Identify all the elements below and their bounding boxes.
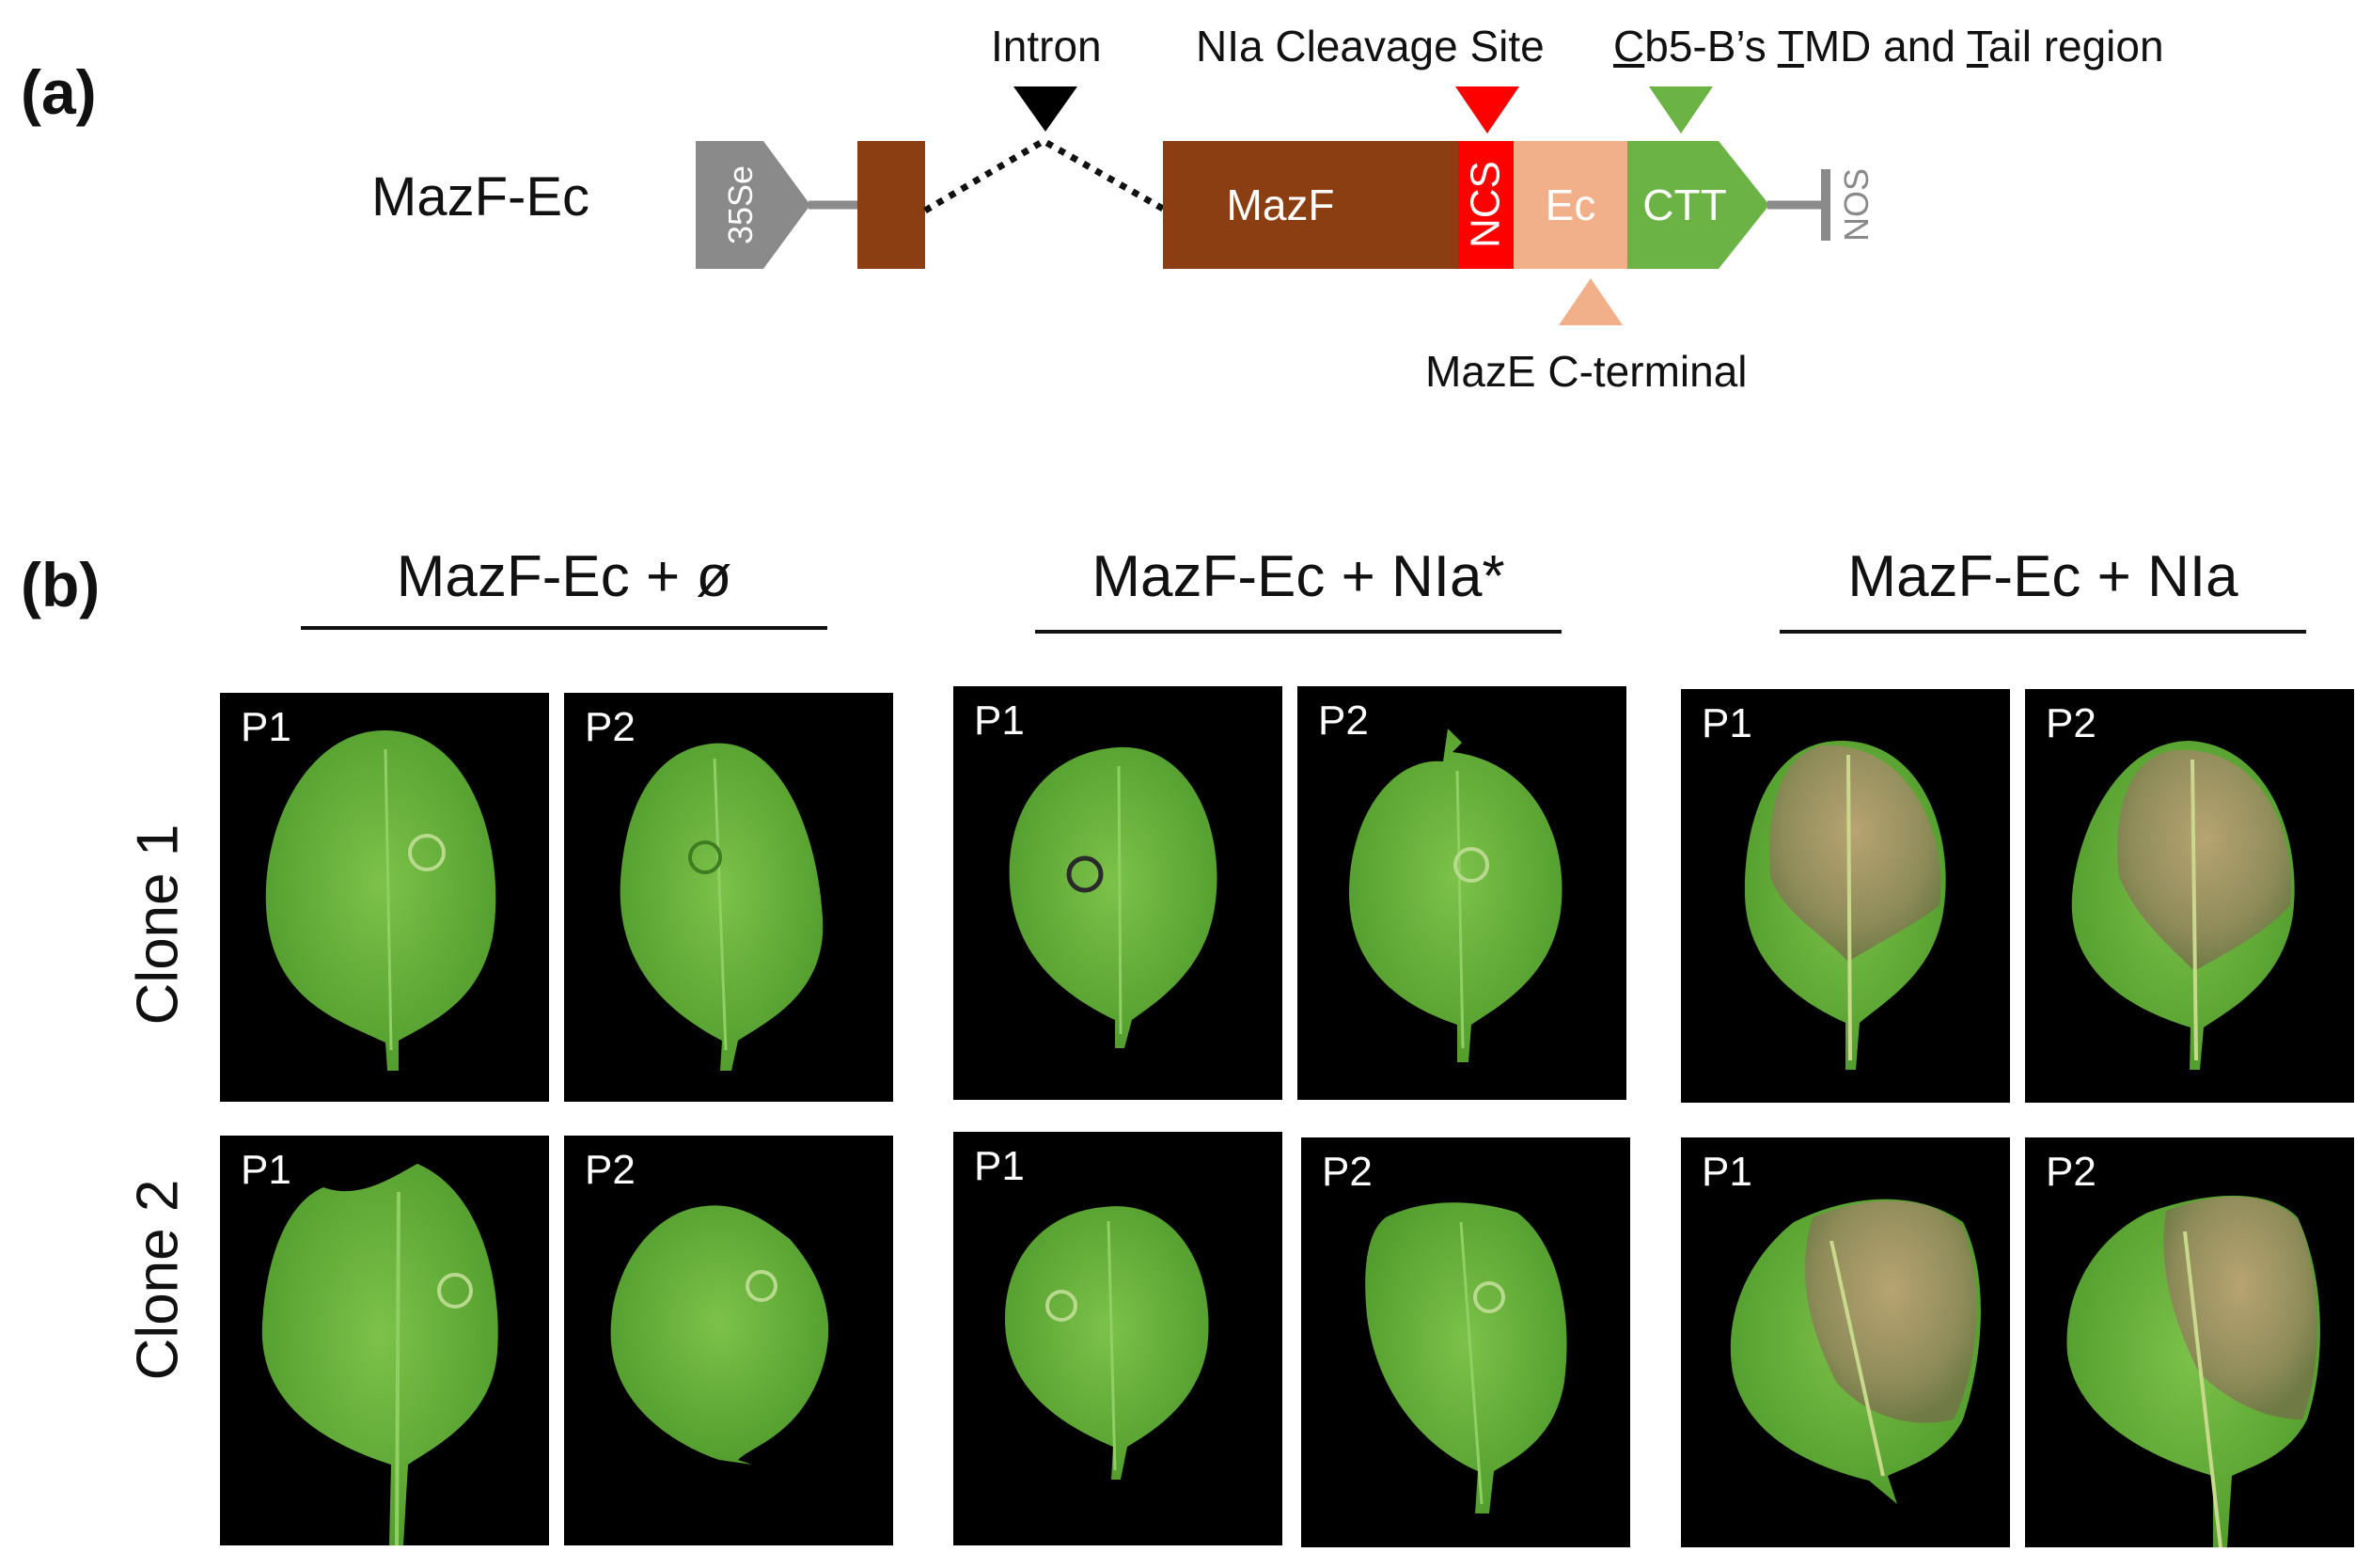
healthy-leaf bbox=[620, 743, 824, 1071]
group-title: MazF-Ec + NIa* bbox=[1091, 544, 1505, 609]
healthy-leaf bbox=[1009, 746, 1217, 1048]
plant-label: P1 bbox=[974, 1143, 1025, 1189]
intron-marker bbox=[1013, 86, 1077, 132]
mazf-box bbox=[1163, 141, 1458, 269]
plant-label: P2 bbox=[585, 1147, 636, 1193]
leaf-photo: P1 bbox=[220, 693, 549, 1102]
leaf-photo: P2 bbox=[564, 693, 893, 1102]
damaged-leaf bbox=[1730, 1199, 1981, 1504]
nla-site-label: NIa Cleavage Site bbox=[1196, 22, 1545, 71]
damaged-leaf bbox=[2066, 1195, 2320, 1547]
leaf-photo: P2 bbox=[2025, 1137, 2354, 1547]
plant-label: P2 bbox=[2046, 1149, 2096, 1195]
cb5-label-part: b5-B’s bbox=[1644, 22, 1778, 71]
panel-a-label: (a) bbox=[21, 57, 97, 127]
maze-marker bbox=[1559, 278, 1623, 325]
plant-label: P2 bbox=[2046, 700, 2096, 746]
nla-cleavage-marker bbox=[1455, 86, 1519, 133]
promoter-label: 35Se bbox=[721, 165, 760, 245]
cb5-label-part: C bbox=[1613, 22, 1645, 71]
group-underline bbox=[301, 626, 827, 630]
row-label-clone-1: Clone 1 bbox=[125, 823, 191, 1026]
intron-label: Intron bbox=[991, 22, 1102, 71]
ncs-label: NCS bbox=[1462, 161, 1509, 249]
leaf-photo: P2 bbox=[564, 1136, 893, 1545]
construct-diagram bbox=[696, 86, 1830, 325]
cb5-label-part: T bbox=[1777, 22, 1804, 71]
group-title: MazF-Ec + NIa bbox=[1847, 544, 2238, 609]
group-underline bbox=[1780, 630, 2306, 634]
row-label-clone-2: Clone 2 bbox=[125, 1179, 191, 1381]
plant-label: P2 bbox=[585, 704, 636, 750]
leaf-photo: P2 bbox=[1297, 686, 1626, 1100]
construct-name: MazF-Ec bbox=[371, 166, 589, 227]
healthy-leaf bbox=[1365, 1202, 1567, 1513]
cb5-label: Cb5-B’s TMD and Tail region bbox=[1613, 21, 2164, 71]
ctt-label: CTT bbox=[1642, 180, 1727, 229]
ec-label: Ec bbox=[1545, 180, 1596, 229]
plant-label: P2 bbox=[1322, 1149, 1373, 1195]
group-underline bbox=[1035, 630, 1562, 634]
leaf-photo: P1 bbox=[1681, 689, 2010, 1103]
ctt-arrow bbox=[1627, 141, 1769, 269]
exon1-box bbox=[857, 141, 925, 269]
healthy-leaf bbox=[610, 1205, 829, 1465]
plant-label: P1 bbox=[241, 704, 291, 750]
maze-label: MazE C-terminal bbox=[1425, 347, 1748, 396]
healthy-leaf bbox=[265, 730, 496, 1071]
cb5-label-part: MD and bbox=[1803, 22, 1967, 71]
leaf-photo: P1 bbox=[220, 1136, 549, 1545]
healthy-leaf bbox=[1005, 1206, 1209, 1480]
cb5-marker bbox=[1649, 86, 1713, 133]
plant-label: P1 bbox=[1702, 1149, 1752, 1195]
damaged-leaf bbox=[1744, 741, 1946, 1070]
leaf-photo: P2 bbox=[2025, 689, 2354, 1103]
plant-label: P1 bbox=[241, 1147, 291, 1193]
leaf-photo: P1 bbox=[953, 1132, 1282, 1545]
leaf-photo: P1 bbox=[953, 686, 1282, 1100]
healthy-leaf bbox=[261, 1164, 498, 1545]
promoter-35se-shape bbox=[696, 141, 810, 269]
leaf-photo: P1 bbox=[1681, 1137, 2010, 1547]
terminator-label: NOS bbox=[1837, 168, 1876, 243]
cb5-label-part: ail region bbox=[1987, 22, 2164, 71]
ncs-box bbox=[1458, 141, 1514, 269]
mazf-label: MazF bbox=[1226, 180, 1335, 229]
plant-label: P2 bbox=[1318, 698, 1369, 744]
cb5-label-part: T bbox=[1966, 22, 1988, 71]
healthy-leaf bbox=[1349, 729, 1562, 1062]
leaf-photo: P2 bbox=[1301, 1137, 1630, 1547]
damaged-leaf bbox=[2071, 741, 2295, 1070]
intron-dotted-line bbox=[923, 136, 1165, 214]
plant-label: P1 bbox=[1702, 700, 1752, 746]
panel-b-label: (b) bbox=[21, 550, 101, 619]
ec-box bbox=[1514, 141, 1627, 269]
group-title: MazF-Ec + ø bbox=[396, 544, 732, 609]
plant-label: P1 bbox=[974, 698, 1025, 744]
